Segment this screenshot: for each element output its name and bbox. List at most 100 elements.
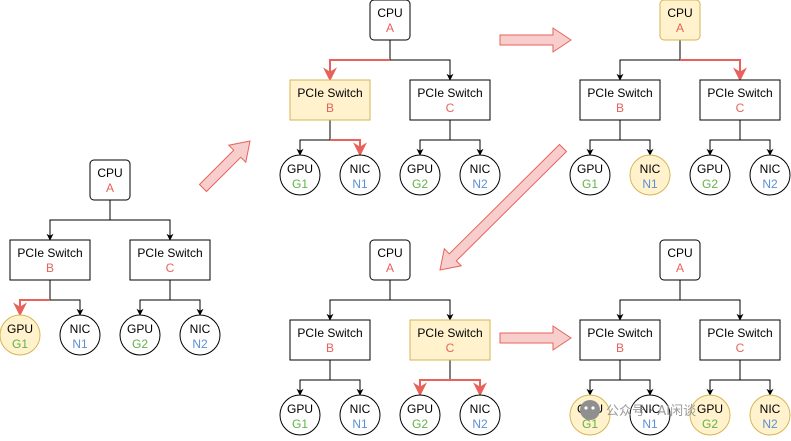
gpu1-label: GPU [7, 322, 33, 336]
edge-cpu-sw2 [680, 59, 747, 82]
sw1-id: B [326, 101, 334, 115]
nic2-circle [749, 154, 791, 196]
edge-cpu-sw1 [326, 299, 390, 321]
nic1-label: NIC [350, 402, 371, 416]
gpu2-id: G2 [702, 417, 718, 431]
nic1-label: NIC [640, 402, 661, 416]
sw2-label: PCIe Switch [707, 326, 772, 340]
edge-sw2-nic2 [450, 379, 487, 397]
edge-sw2-gpu2 [706, 379, 740, 396]
sw1-label: PCIe Switch [587, 326, 652, 340]
edge-cpu-sw1 [616, 299, 680, 321]
gpu2-label: GPU [407, 162, 433, 176]
nic1-circle [629, 154, 671, 196]
gpu1-circle [569, 154, 611, 196]
nic2-id: N2 [472, 417, 488, 431]
edge-cpu-sw2 [680, 299, 744, 321]
cpu-label: CPU [377, 6, 402, 20]
gpu2-id: G2 [132, 337, 148, 351]
edge-sw2-gpu2 [413, 379, 450, 397]
wechat-icon-eye-left [584, 406, 588, 410]
nic2-id: N2 [762, 177, 778, 191]
edge-sw1-gpu1 [13, 299, 50, 317]
flow-arrow-icon [499, 325, 572, 351]
nic2-circle [459, 394, 501, 436]
sw2-id: C [446, 341, 455, 355]
edge-cpu-sw1 [46, 219, 110, 241]
nic2-label: NIC [760, 402, 781, 416]
cpu-id: A [676, 261, 684, 275]
gpu1-circle [279, 394, 321, 436]
gpu2-label: GPU [697, 162, 723, 176]
gpu2-label: GPU [407, 402, 433, 416]
edge-cpu-sw1 [616, 59, 680, 81]
gpu2-circle [399, 154, 441, 196]
edge-sw1-nic1 [620, 139, 654, 156]
gpu2-label: GPU [697, 402, 723, 416]
gpu1-label: GPU [287, 402, 313, 416]
sw2-id: C [446, 101, 455, 115]
sw1-id: B [326, 341, 334, 355]
cpu-label: CPU [377, 246, 402, 260]
edge-sw2-gpu2 [706, 139, 740, 156]
edge-sw1-gpu1 [586, 139, 620, 156]
nic1-label: NIC [640, 162, 661, 176]
sw2-box [699, 319, 781, 361]
nic2-label: NIC [190, 322, 211, 336]
wechat-icon [580, 400, 600, 420]
gpu1-id: G1 [292, 177, 308, 191]
sw2-box [409, 319, 491, 361]
gpu2-circle [399, 394, 441, 436]
nic1-id: N1 [642, 417, 658, 431]
edge-sw2-gpu2 [416, 139, 450, 156]
edge-cpu-sw2 [110, 219, 174, 241]
sw2-id: C [736, 101, 745, 115]
nic1-label: NIC [70, 322, 91, 336]
flow-arrow-icon [439, 143, 568, 271]
edge-cpu-sw1 [323, 59, 390, 82]
nic2-circle [179, 314, 221, 356]
sw1-box [289, 319, 371, 361]
sw2-box [699, 79, 781, 121]
sw2-label: PCIe Switch [707, 86, 772, 100]
sw1-box [9, 239, 91, 281]
cpu-id: A [106, 181, 114, 195]
edge-sw1-nic1 [50, 299, 84, 316]
cpu-id: A [386, 21, 394, 35]
flow-arrow-icon [198, 140, 251, 193]
gpu2-circle [689, 154, 731, 196]
nic1-id: N1 [352, 417, 368, 431]
gpu2-circle [119, 314, 161, 356]
edge-sw1-nic1 [620, 379, 654, 396]
gpu2-id: G2 [412, 417, 428, 431]
nic2-id: N2 [762, 417, 778, 431]
cpu-id: A [676, 21, 684, 35]
edge-sw1-gpu1 [586, 379, 620, 396]
sw2-label: PCIe Switch [417, 326, 482, 340]
gpu1-id: G1 [582, 417, 598, 431]
sw1-label: PCIe Switch [17, 246, 82, 260]
